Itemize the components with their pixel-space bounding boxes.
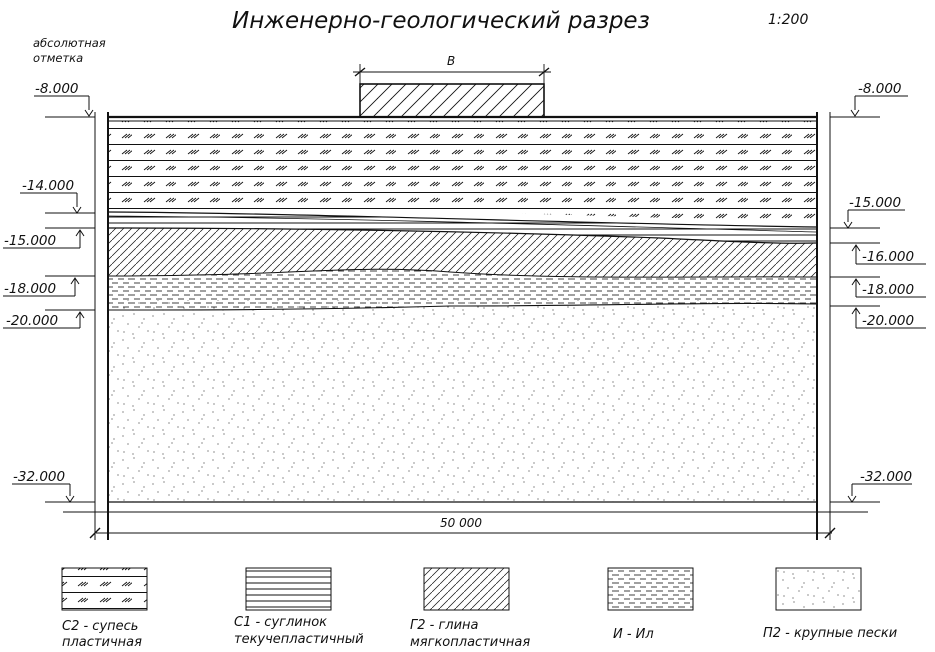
left-mark-1: -8.000 bbox=[34, 81, 95, 118]
drawing-title: Инженерно-геологический разрез bbox=[232, 8, 650, 34]
left-mark-3: -15.000 bbox=[3, 227, 95, 249]
svg-text:С1 - суглинок: С1 - суглинок bbox=[234, 615, 327, 630]
svg-text:-15.000: -15.000 bbox=[849, 195, 901, 211]
legend-swatch-clay bbox=[423, 567, 510, 611]
right-elevation-marks: -8.000 -15.000 -16.000 -18.000 bbox=[830, 81, 926, 503]
length-label: 50 000 bbox=[440, 516, 482, 530]
soil-layers bbox=[109, 121, 816, 502]
right-mark-6: -32.000 bbox=[830, 469, 912, 503]
legend-swatch-loam bbox=[245, 567, 332, 611]
left-mark-2: -14.000 bbox=[20, 178, 95, 214]
right-mark-3: -16.000 bbox=[830, 242, 926, 265]
legend: С2 - супесь пластичная С1 - суглинок тек… bbox=[61, 567, 897, 650]
axis-caption-line2: отметка bbox=[33, 51, 83, 65]
svg-text:Г2 - глина: Г2 - глина bbox=[410, 618, 479, 633]
layer-sand bbox=[109, 300, 816, 502]
svg-text:-14.000: -14.000 bbox=[22, 178, 74, 194]
left-mark-5: -20.000 bbox=[3, 309, 95, 329]
length-dimension: 50 000 bbox=[63, 511, 868, 539]
right-mark-2: -15.000 bbox=[830, 195, 905, 229]
layer-clay bbox=[109, 228, 816, 278]
svg-text:-18.000: -18.000 bbox=[862, 282, 914, 298]
legend-item-silt: И - Ил bbox=[607, 567, 694, 642]
svg-text:-8.000: -8.000 bbox=[858, 81, 902, 97]
left-elevation-marks: -8.000 -14.000 -15.000 -18.000 bbox=[3, 81, 95, 503]
svg-text:мягкопластичная: мягкопластичная bbox=[410, 635, 530, 650]
svg-text:И - Ил: И - Ил bbox=[613, 627, 654, 642]
svg-text:С2 - супесь: С2 - супесь bbox=[62, 619, 138, 634]
right-mark-4: -18.000 bbox=[830, 276, 926, 298]
svg-text:П2 - крупные пески: П2 - крупные пески bbox=[763, 626, 897, 641]
layer-sandy-loam-wedge bbox=[109, 205, 816, 222]
axis-caption-line1: абсолютная bbox=[33, 36, 106, 50]
svg-text:-18.000: -18.000 bbox=[4, 281, 56, 297]
svg-text:-15.000: -15.000 bbox=[4, 233, 56, 249]
drawing-scale: 1:200 bbox=[768, 12, 808, 28]
legend-item-sand: П2 - крупные пески bbox=[763, 567, 897, 641]
legend-swatch-silt bbox=[607, 567, 694, 611]
legend-item-loam: С1 - суглинок текучепластичный bbox=[234, 567, 364, 647]
foundation-width-label: B bbox=[447, 54, 455, 68]
svg-text:-20.000: -20.000 bbox=[6, 313, 58, 329]
left-mark-4: -18.000 bbox=[3, 275, 95, 297]
svg-text:пластичная: пластичная bbox=[62, 635, 142, 650]
svg-text:-8.000: -8.000 bbox=[35, 81, 79, 97]
legend-swatch-sandy-loam bbox=[61, 567, 148, 611]
svg-text:-32.000: -32.000 bbox=[13, 469, 65, 485]
legend-item-sandy-loam: С2 - супесь пластичная bbox=[61, 567, 148, 650]
svg-text:-16.000: -16.000 bbox=[862, 249, 914, 265]
legend-swatch-sand bbox=[775, 567, 862, 611]
borehole-walls bbox=[94, 112, 831, 540]
legend-item-clay: Г2 - глина мягкопластичная bbox=[410, 567, 530, 650]
foundation: B bbox=[353, 54, 551, 118]
svg-text:текучепластичный: текучепластичный bbox=[234, 632, 364, 647]
right-mark-1: -8.000 bbox=[830, 81, 908, 118]
left-mark-6: -32.000 bbox=[12, 469, 95, 503]
layer-loam bbox=[109, 212, 816, 244]
svg-text:-20.000: -20.000 bbox=[862, 313, 914, 329]
svg-text:-32.000: -32.000 bbox=[860, 469, 912, 485]
right-mark-5: -20.000 bbox=[830, 305, 926, 329]
layer-silt bbox=[109, 269, 816, 310]
layer-sandy-loam bbox=[109, 121, 816, 212]
